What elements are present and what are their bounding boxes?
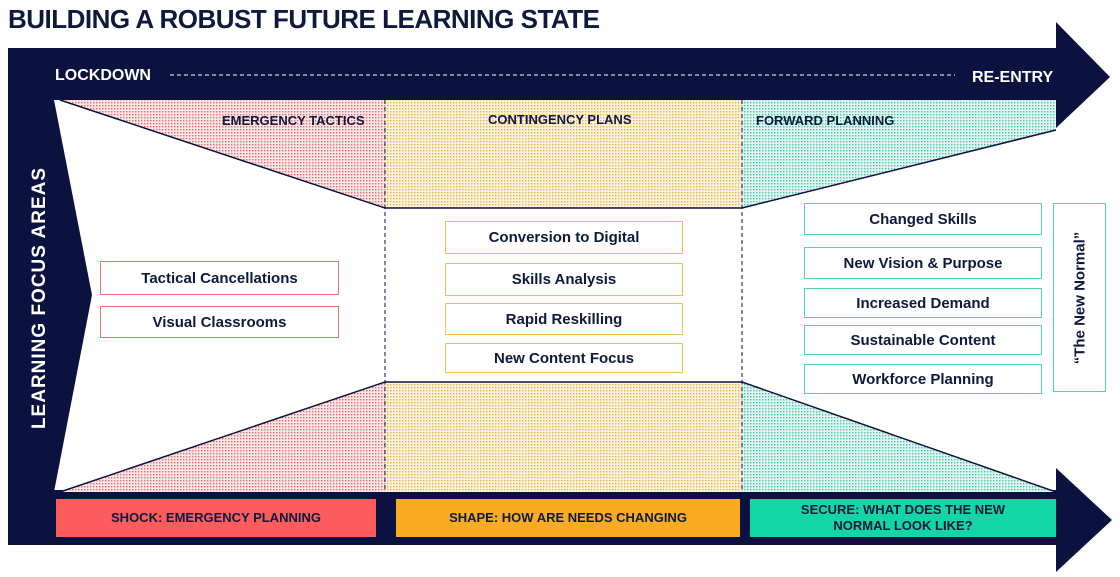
list-item: Sustainable Content <box>804 325 1042 355</box>
list-item: Changed Skills <box>804 203 1042 235</box>
list-item: New Vision & Purpose <box>804 247 1042 279</box>
zone-header-emergency: EMERGENCY TACTICS <box>222 113 365 128</box>
list-item: Workforce Planning <box>804 364 1042 394</box>
timeline-start-label: LOCKDOWN <box>55 67 151 84</box>
zone-header-forward: FORWARD PLANNING <box>756 113 895 128</box>
timeline-end-label: RE-ENTRY <box>972 69 1054 86</box>
phase-bar-shape: SHAPE: HOW ARE NEEDS CHANGING <box>396 499 740 537</box>
phase-bar-secure: SECURE: WHAT DOES THE NEW NORMAL LOOK LI… <box>750 499 1056 537</box>
zone-amber-bottom <box>385 382 742 492</box>
list-item: Increased Demand <box>804 288 1042 318</box>
list-item: Tactical Cancellations <box>100 261 339 295</box>
new-normal-box: “The New Normal” <box>1053 203 1106 392</box>
list-item: Visual Classrooms <box>100 306 339 338</box>
phase-bar-shock: SHOCK: EMERGENCY PLANNING <box>56 499 376 537</box>
zone-header-contingency: CONTINGENCY PLANS <box>488 112 632 127</box>
side-label: LEARNING FOCUS AREAS <box>29 166 50 430</box>
list-item: Rapid Reskilling <box>445 303 683 335</box>
new-normal-label: “The New Normal” <box>1071 231 1088 364</box>
list-item: Skills Analysis <box>445 263 683 296</box>
zone-amber-top <box>385 100 742 208</box>
zone-teal-top <box>742 100 1056 208</box>
list-item: Conversion to Digital <box>445 221 683 254</box>
list-item: New Content Focus <box>445 343 683 373</box>
page-title: BUILDING A ROBUST FUTURE LEARNING STATE <box>8 4 600 34</box>
left-band <box>8 100 92 492</box>
